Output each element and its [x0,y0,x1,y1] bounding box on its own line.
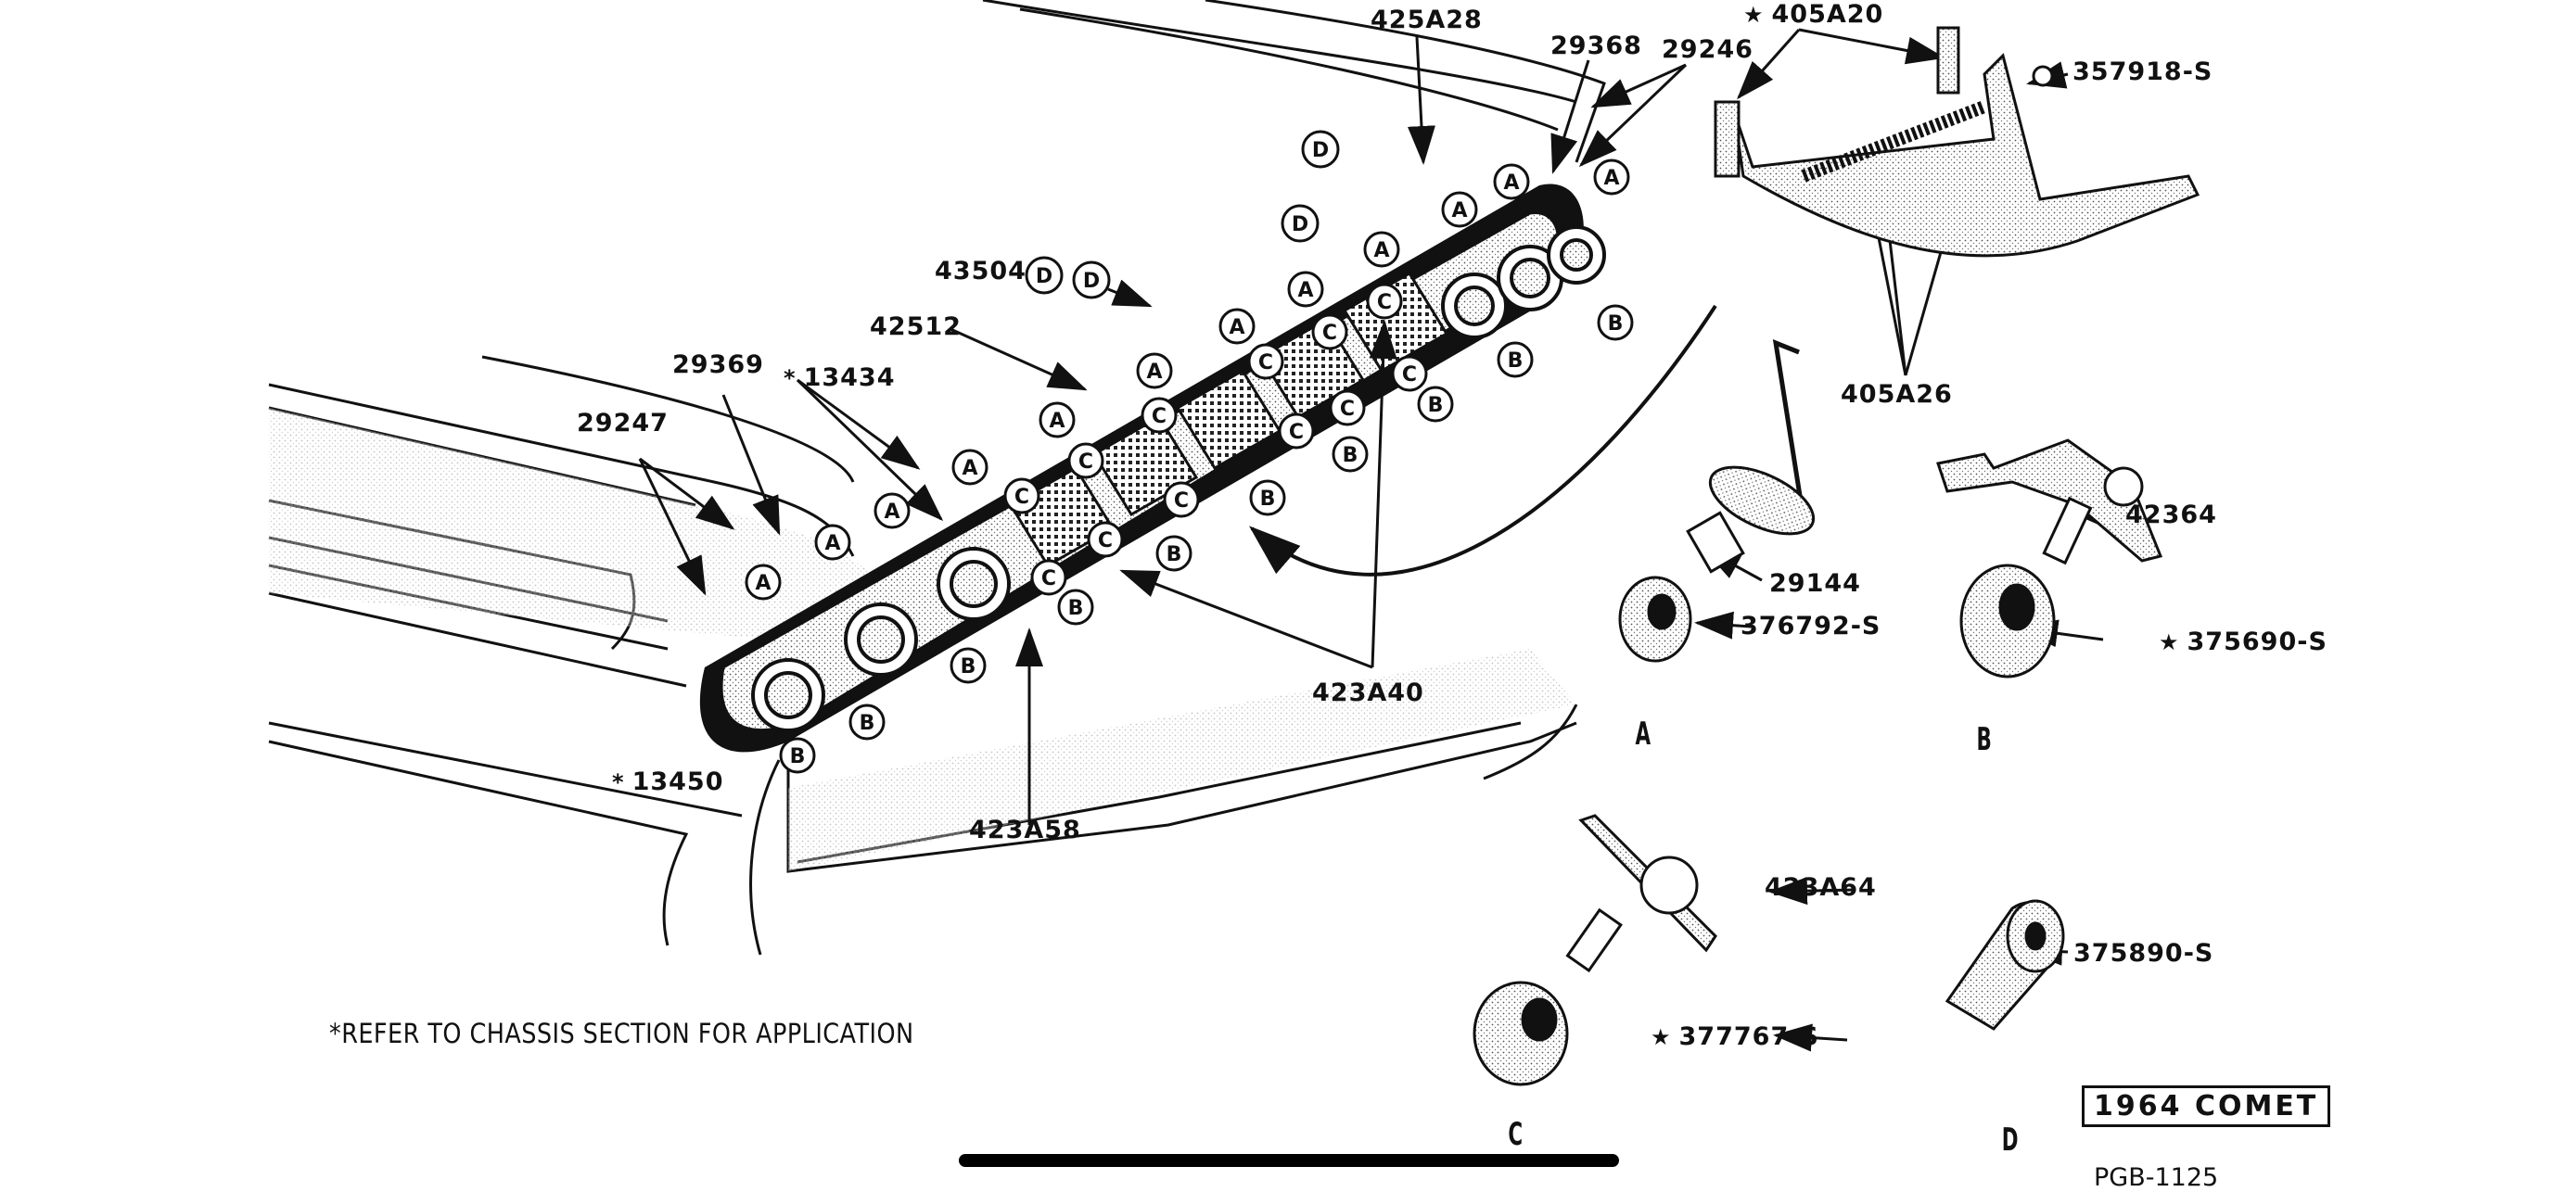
svg-text:C: C [1041,567,1056,590]
svg-text:A: A [1603,167,1619,190]
star-icon: ★ [2159,629,2180,655]
callout-b [779,304,1634,774]
asterisk-icon: * [784,365,797,391]
curved-leader [1248,304,1717,577]
part-label-13434: *13434 [784,363,896,392]
svg-text:B: B [790,745,806,768]
home-indicator[interactable] [959,1154,1619,1167]
svg-text:A: A [884,501,899,524]
callout-c [1003,283,1428,596]
section-label-c: C [1508,1116,1524,1153]
part-label-425a28: 425A28 [1371,6,1483,34]
part-label-42512: 42512 [870,312,962,341]
part-label-375690s: ★ 375690-S [2159,628,2327,656]
detail-part-377767s [1473,981,1569,1086]
part-label-376792s: 376792-S [1741,612,1881,640]
part-label-375890s: 375890-S [2073,939,2214,968]
part-label-357918s: 357918-S [2072,57,2213,86]
part-number: 13434 [803,363,896,392]
section-label-b: B [1976,721,1992,758]
part-label-29247: 29247 [577,409,669,437]
svg-text:A: A [1049,410,1065,433]
svg-text:A: A [1297,279,1313,302]
star-icon: ★ [1743,2,1765,28]
part-number: 13450 [631,767,724,796]
part-label-29144: 29144 [1769,569,1861,598]
detail-part-376792s [1618,576,1692,663]
part-number: 405A20 [1771,0,1884,29]
part-label-405a26: 405A26 [1841,380,1953,409]
svg-text:C: C [1377,291,1392,314]
detail-part-42364 [1936,438,2163,565]
section-label-d: D [2001,1122,2019,1159]
asterisk-icon: * [612,769,625,795]
svg-text:B: B [1167,543,1182,566]
svg-text:C: C [1258,351,1273,374]
part-number: 375690-S [2187,628,2327,656]
svg-text:A: A [962,457,977,480]
part-label-42364: 42364 [2125,501,2217,529]
part-label-29246: 29246 [1662,35,1753,64]
svg-text:D: D [1312,139,1329,162]
svg-text:A: A [1146,361,1162,384]
svg-text:B: B [1068,597,1084,620]
svg-text:C: C [1152,405,1167,428]
callout-a [745,159,1630,601]
leader-lines [638,28,2120,1052]
svg-text:C: C [1402,363,1417,387]
svg-text:A: A [1503,171,1519,195]
svg-text:C: C [1174,489,1189,513]
svg-text:B: B [1428,394,1444,417]
svg-text:C: C [1340,398,1355,421]
svg-text:D: D [1292,213,1308,236]
callout-d [1025,130,1340,299]
svg-text:D: D [1036,265,1052,288]
svg-text:A: A [1229,316,1244,339]
trunk-lid-shading [269,408,872,649]
svg-text:B: B [860,712,875,735]
svg-text:B: B [1608,312,1624,336]
svg-text:B: B [1343,444,1358,467]
part-label-13450: *13450 [612,767,724,796]
part-number: 377767-S [1678,1022,1819,1051]
svg-text:B: B [1508,349,1524,373]
svg-text:D: D [1083,270,1100,293]
svg-text:C: C [1322,322,1337,345]
plate-number: PGB-1125 [2094,1163,2219,1192]
part-label-43504: 43504 [935,257,1027,285]
part-label-29368: 29368 [1550,32,1642,60]
bracket-assembly-405a [1714,26,2200,258]
svg-text:C: C [1014,486,1029,509]
part-label-423a40: 423A40 [1312,678,1424,707]
svg-text:A: A [1373,239,1389,262]
svg-text:A: A [1451,199,1467,222]
detail-part-375690s [1959,564,2056,678]
diagram-title: 1964 COMET [2082,1085,2331,1127]
svg-text:A: A [824,532,840,555]
part-label-29369: 29369 [672,350,764,379]
svg-text:C: C [1289,421,1304,444]
callout-circles: A A A A A A A A A A A A B B B B B B B B B B C C C C C C C C… [745,130,1634,774]
svg-text:B: B [961,655,976,678]
svg-text:B: B [1260,488,1276,511]
section-label-a: A [1635,716,1651,753]
footnote: *REFER TO CHASSIS SECTION FOR APPLICATIO… [329,1018,914,1049]
star-icon: ★ [1651,1024,1672,1050]
bumper-shading [788,649,1576,871]
part-label-377767s: ★377767-S [1651,1022,1819,1051]
detail-part-423a64 [1565,814,1717,973]
svg-text:C: C [1098,529,1113,552]
part-label-423a58: 423A58 [969,816,1081,844]
part-label-405a20: ★405A20 [1743,0,1883,29]
detail-part-29144 [1686,339,1816,574]
detail-part-375890s [1945,899,2065,1031]
svg-text:C: C [1078,450,1093,474]
part-label-423a64: 423A64 [1765,873,1877,902]
svg-text:A: A [755,572,771,595]
